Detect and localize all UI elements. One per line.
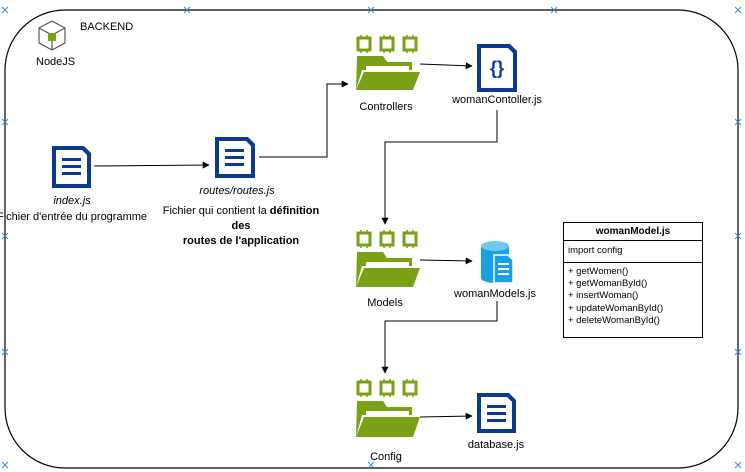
uml-class-box[interactable]: womanModel.js import config + getWomen()… bbox=[563, 222, 703, 338]
routes-file-label: routes/routes.js bbox=[199, 185, 275, 197]
edge-config-to-database bbox=[419, 412, 473, 420]
controller-file-label: womanContoller.js bbox=[452, 94, 542, 106]
edge-models-to-models-file bbox=[419, 257, 473, 265]
uml-method: + insertWoman() bbox=[568, 290, 639, 302]
controllers-folder-icon bbox=[356, 35, 420, 90]
uml-method: + deleteWomanById() bbox=[568, 314, 660, 326]
index-file-label: index.js bbox=[53, 195, 91, 207]
edge-models-file-to-config bbox=[381, 301, 498, 374]
routes-document-icon bbox=[215, 137, 255, 178]
edge-controllers-to-controller-file bbox=[419, 62, 473, 70]
uml-method: + getWomanById() bbox=[568, 278, 648, 290]
uml-method: + getWomen() bbox=[568, 266, 629, 277]
routes-desc-bold-2: routes de l'application bbox=[182, 235, 300, 247]
database-icon bbox=[481, 241, 514, 284]
config-folder-icon bbox=[356, 379, 420, 437]
routes-file-description: Fichier qui contient la définition des r… bbox=[155, 204, 327, 249]
edge-index-to-routes bbox=[93, 161, 210, 169]
index-file-description: Fichier d'entrée du programme bbox=[0, 211, 148, 223]
config-folder-label: Config bbox=[370, 451, 402, 463]
index-document-icon bbox=[52, 146, 91, 188]
routes-desc-prefix: Fichier qui contient la bbox=[162, 205, 270, 217]
connectors bbox=[93, 62, 498, 420]
svg-text:{}: {} bbox=[490, 58, 504, 78]
nodejs-label: NodeJS bbox=[36, 56, 76, 68]
uml-class-name: womanModel.js bbox=[564, 223, 702, 241]
edge-routes-to-controllers bbox=[259, 80, 349, 158]
models-file-label: womanModels.js bbox=[454, 288, 536, 300]
uml-method: + updateWomanById() bbox=[568, 302, 664, 314]
models-folder-label: Models bbox=[367, 297, 403, 309]
code-braces-icon: {} bbox=[477, 44, 517, 92]
database-file-label: database.js bbox=[467, 439, 525, 451]
database-document-icon bbox=[477, 393, 516, 433]
uml-attribute: import config bbox=[564, 241, 702, 263]
models-folder-icon bbox=[356, 230, 420, 287]
selection-handles[interactable] bbox=[1, 6, 742, 469]
container-title: BACKEND bbox=[80, 21, 134, 33]
routes-desc-bold-1: définition des bbox=[231, 205, 320, 232]
controllers-folder-label: Controllers bbox=[359, 101, 413, 113]
edge-controller-to-models bbox=[381, 110, 498, 225]
uml-methods: + getWomen() + getWomanById() + insertWo… bbox=[564, 263, 702, 330]
nodejs-cube-accent bbox=[48, 33, 56, 41]
